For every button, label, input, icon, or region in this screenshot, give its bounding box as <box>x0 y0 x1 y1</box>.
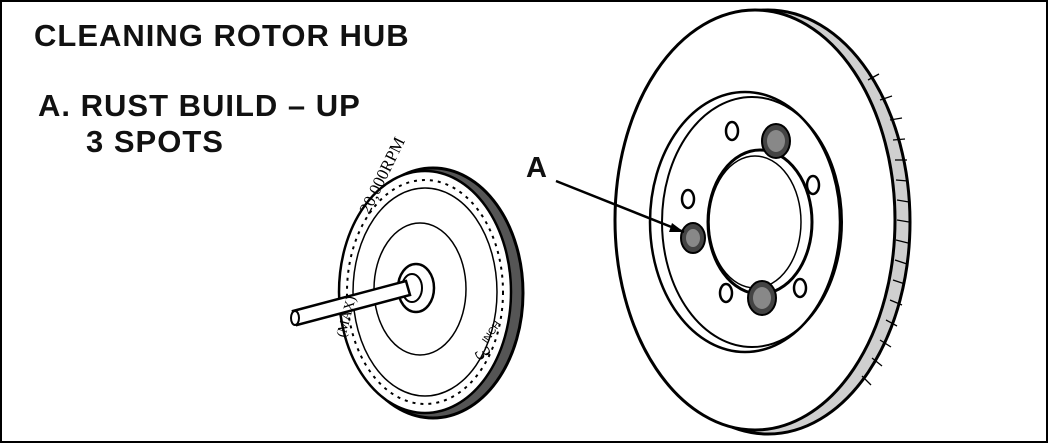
callout-label-a: A <box>526 152 547 184</box>
abrasive-disc-tool: 20,000RPM (MAX) 3 INCH <box>290 134 525 420</box>
legend-item-a-line2: 3 SPOTS <box>86 124 224 159</box>
legend-item-a-line1: A. RUST BUILD – UP <box>38 88 361 123</box>
callout-leader <box>555 179 685 234</box>
rust-spot <box>680 222 706 254</box>
diagram-title: CLEANING ROTOR HUB <box>34 18 410 53</box>
rust-spot <box>761 123 791 159</box>
brake-rotor <box>613 8 912 436</box>
rust-spot <box>747 280 777 316</box>
